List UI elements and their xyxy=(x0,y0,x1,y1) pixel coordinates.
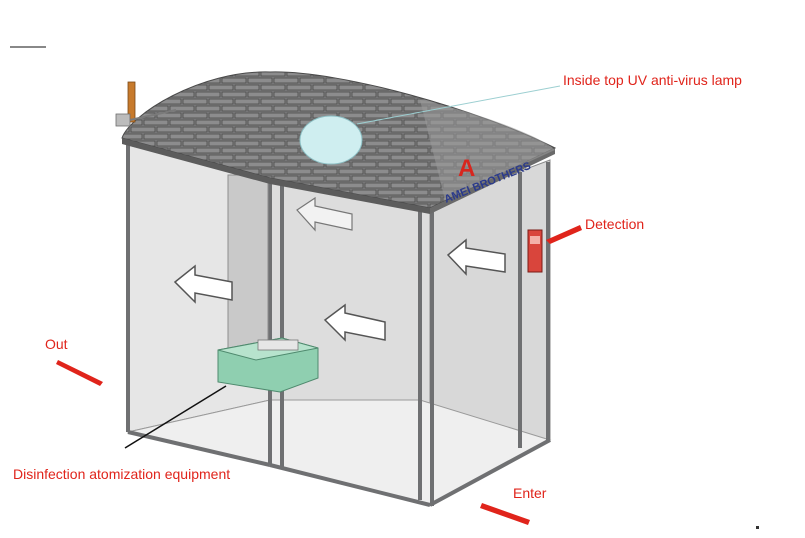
corner-dot xyxy=(756,526,759,529)
out-arrow xyxy=(56,360,103,386)
atomizer-box xyxy=(217,337,319,393)
airflow-arrow-top xyxy=(296,196,353,232)
disinfection-label: Disinfection atomization equipment xyxy=(13,466,231,482)
uv-lamp-label: Inside top UV anti-virus lamp xyxy=(563,72,742,88)
corner-mark xyxy=(10,46,46,48)
frame xyxy=(126,145,551,507)
out-label: Out xyxy=(45,336,68,352)
uv-lamp xyxy=(299,115,363,165)
enter-label: Enter xyxy=(513,485,547,501)
disinfection-leader-line xyxy=(124,385,227,449)
detection-label: Detection xyxy=(585,216,645,232)
uv-leader-line xyxy=(356,85,561,125)
airflow-arrow-right xyxy=(446,238,506,276)
detection-arrow xyxy=(546,225,582,244)
airflow-arrow-left xyxy=(173,264,233,304)
brand-letter: A xyxy=(458,155,475,182)
antenna xyxy=(115,81,177,127)
enter-arrow xyxy=(480,503,530,525)
airflow-arrow-center xyxy=(323,303,386,342)
exhaust-pipe xyxy=(227,174,269,351)
detection-device xyxy=(527,229,543,273)
